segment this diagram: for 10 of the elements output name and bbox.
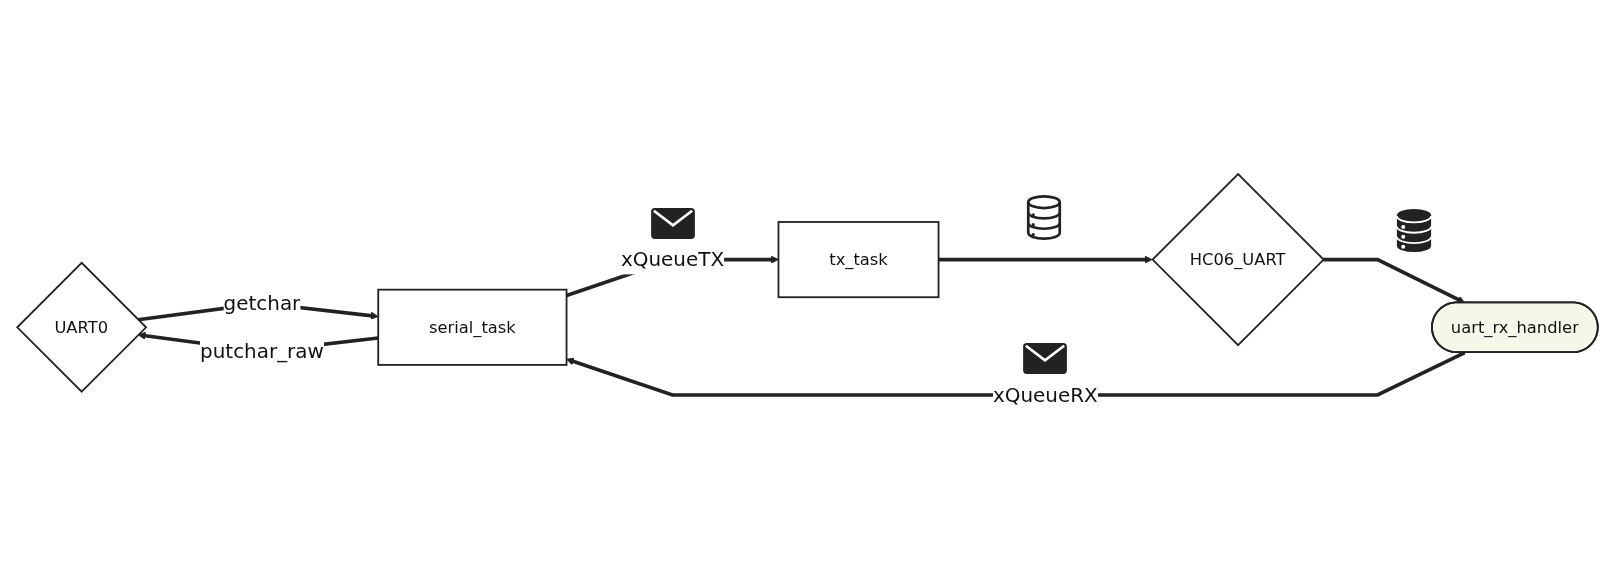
edge-label: putchar_raw bbox=[200, 339, 324, 363]
edge-label: xQueueTX bbox=[620, 248, 725, 271]
node-box: tx_task bbox=[777, 221, 940, 299]
node-box: serial_task bbox=[377, 288, 568, 366]
node-diamond: HC06_UART bbox=[1151, 172, 1325, 347]
node-diamond: UART0 bbox=[15, 261, 148, 393]
edge-label: xQueueRX bbox=[992, 383, 1098, 407]
arrow bbox=[938, 255, 1153, 264]
edge-label: getchar bbox=[223, 291, 301, 315]
arrow bbox=[566, 351, 1466, 397]
